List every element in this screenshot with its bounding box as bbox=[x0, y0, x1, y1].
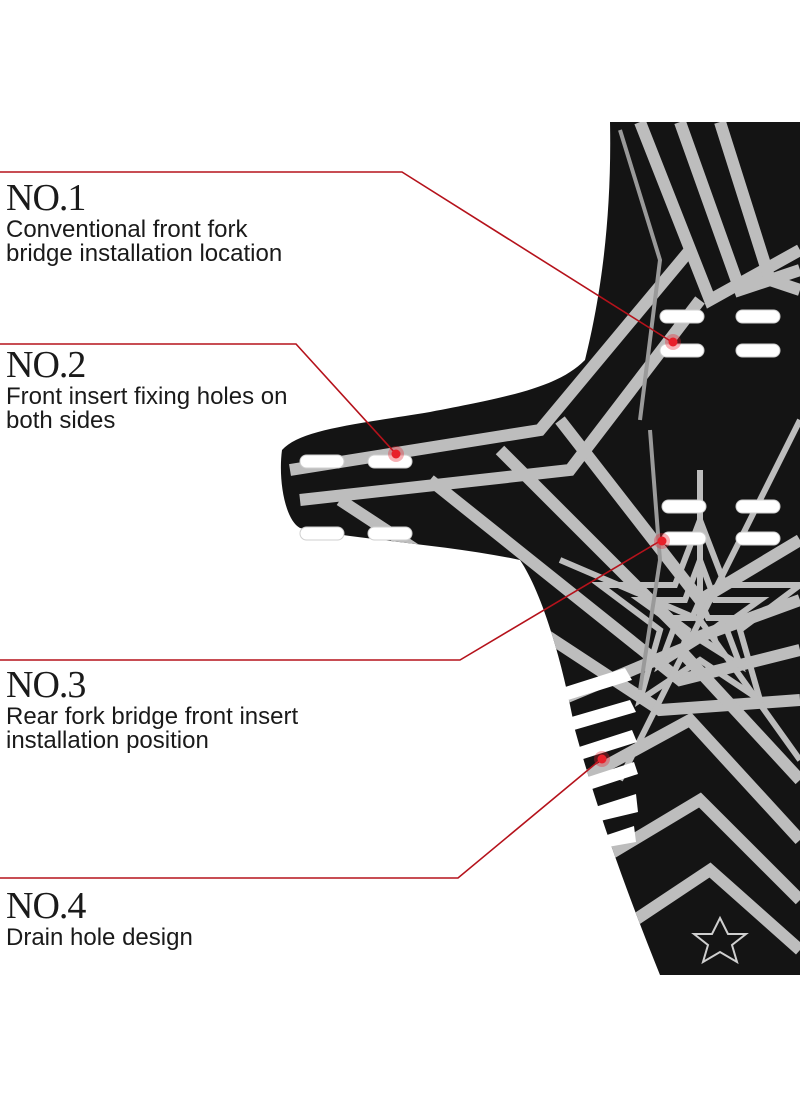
callout-number: NO.2 bbox=[6, 344, 86, 386]
callout-markers bbox=[388, 334, 681, 767]
callout-text: Conventional front fork bridge installat… bbox=[6, 216, 283, 267]
callout-number: NO.1 bbox=[6, 177, 86, 219]
callout-text: Front insert fixing holes on both sides bbox=[6, 383, 288, 434]
callout-1: NO.1 Conventional front fork bridge inst… bbox=[6, 178, 282, 266]
callout-4: NO.4 Drain hole design bbox=[6, 886, 193, 950]
callout-2: NO.2 Front insert fixing holes on both s… bbox=[6, 345, 287, 433]
callout-text: Drain hole design bbox=[6, 924, 193, 951]
callout-number: NO.4 bbox=[6, 885, 86, 927]
leader-line-4 bbox=[0, 759, 601, 879]
callout-text: Rear fork bridge front insert installati… bbox=[6, 703, 299, 754]
leader-line-3 bbox=[0, 540, 661, 661]
callout-3: NO.3 Rear fork bridge front insert insta… bbox=[6, 665, 298, 753]
leader-lines bbox=[0, 171, 673, 879]
callout-number: NO.3 bbox=[6, 664, 86, 706]
drain-holes bbox=[562, 668, 638, 848]
mounting-slots bbox=[299, 309, 781, 546]
star-emblem-icon bbox=[691, 915, 749, 965]
leader-line-1 bbox=[0, 171, 673, 343]
brand-logo-top bbox=[722, 129, 738, 160]
leader-line-2 bbox=[0, 343, 397, 455]
